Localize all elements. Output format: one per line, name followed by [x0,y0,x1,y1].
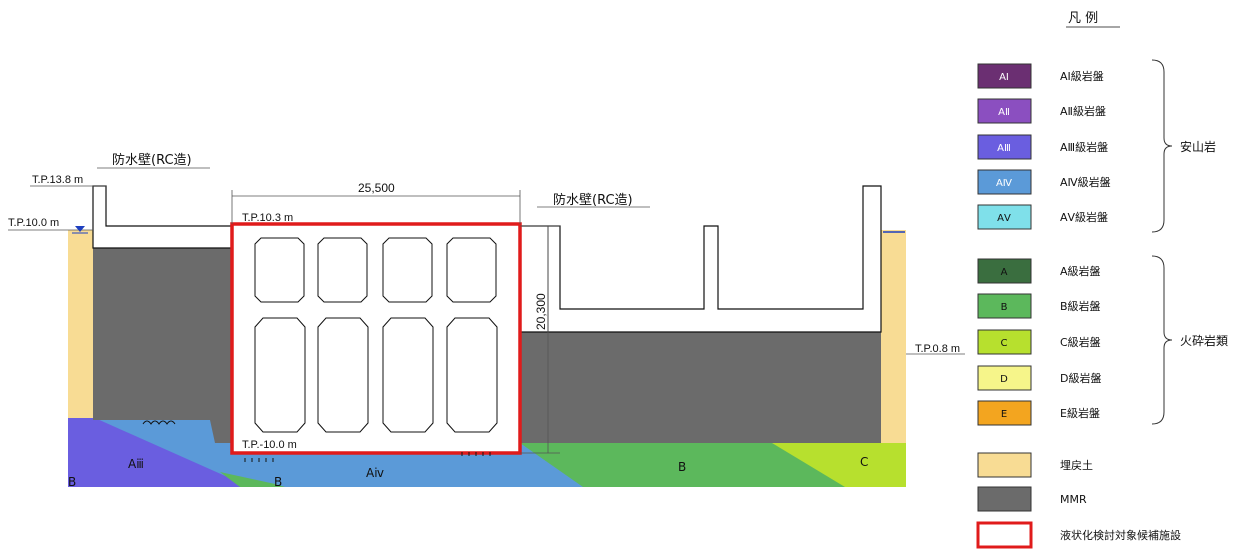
legend-swatch [976,521,1033,549]
legend-label: 埋戻土 [1060,459,1093,472]
legend-swatch [977,169,1032,195]
legend-swatch [977,258,1032,284]
culvert-cell [317,317,369,433]
legend-swatch-text: B [1001,302,1008,313]
legend-item: AⅤ AⅤ級岩盤 [977,204,1108,230]
andesite-brace [1151,59,1173,233]
mmr-left [93,248,232,443]
pile-marks [142,420,491,462]
legend-swatch [977,204,1032,230]
legend-label: 液状化検討対象候補施設 [1060,528,1181,542]
legend-item: C C級岩盤 [977,329,1101,355]
legend-label: AⅤ級岩盤 [1060,210,1108,224]
legend-swatch [977,134,1032,160]
legend-swatch [977,486,1032,512]
culvert-cell [382,237,433,303]
legend-item: MMR [977,486,1087,512]
legend-swatch [977,98,1032,124]
level-tp-minus-10-0: T.P.-10.0 m [242,439,297,451]
culvert-cell [446,237,497,303]
rock-a3-layer [68,418,250,487]
culvert-cell [446,317,498,433]
right-structure [519,185,882,333]
seawall-left [92,185,233,249]
level-tp-0-8: T.P.0.8 m [915,343,960,355]
legend-swatch-text: AⅠ [999,72,1009,83]
culvert-cell [382,317,434,433]
rock-b-mid-strip [220,472,285,487]
legend-label: MMR [1060,493,1087,506]
level-tp-13-8: T.P.13.8 m [32,174,83,186]
legend-swatch [977,452,1032,478]
legend-item: D D級岩盤 [977,365,1101,391]
legend-label: AⅡ級岩盤 [1060,104,1106,118]
legend-label: AⅢ級岩盤 [1060,140,1108,154]
seawall-left-label: 防水壁(RC造) [112,152,192,168]
legend-swatch-text: AⅢ [997,143,1011,154]
backfill-right [881,230,906,443]
legend-swatch [977,329,1032,355]
legend-label: E級岩盤 [1060,406,1100,420]
legend-label: AⅠ級岩盤 [1060,69,1104,83]
rock-label-c: C [860,455,868,469]
legend-swatch-text: C [1001,338,1008,349]
legend-item: B B級岩盤 [977,293,1101,319]
legend-item: E E級岩盤 [977,400,1100,426]
legend-swatch-text: D [1000,374,1008,385]
rock-label-b-right: B [678,460,686,474]
rock-c-layer [772,443,906,487]
legend-item: 埋戻土 [977,452,1093,478]
legend-item: AⅡ AⅡ級岩盤 [977,98,1106,124]
culvert-cell [254,317,306,433]
level-tp-10-3: T.P.10.3 m [242,212,293,224]
rock-label-b-mid: B [274,475,282,489]
legend-swatch-text: AⅣ [996,178,1013,189]
legend-item: AⅠ AⅠ級岩盤 [977,63,1104,89]
legend-swatch [977,63,1032,89]
legend-label: A級岩盤 [1060,264,1101,278]
legend-item: AⅢ AⅢ級岩盤 [977,134,1108,160]
seawall-right-label: 防水壁(RC造) [553,192,633,208]
rock-label-a3: Aⅲ [128,457,144,471]
legend-item: 液状化検討対象候補施設 [976,521,1181,549]
legend-swatch [977,400,1032,426]
legend-label: AⅣ級岩盤 [1060,175,1111,189]
culvert-cell [254,237,305,303]
legend-swatch-text: A [1001,267,1008,278]
pyroclastic-brace [1151,255,1173,425]
legend-swatch [977,293,1032,319]
legend-swatch-text: AⅡ [998,107,1010,118]
dimension-height: 20,300 [534,293,548,330]
legend-item: A A級岩盤 [977,258,1101,284]
rock-label-b-left: B [68,475,76,489]
andesite-group-label: 安山岩 [1180,139,1216,154]
legend-swatch-text: AⅤ [997,213,1011,224]
legend-swatch-text: E [1001,409,1007,420]
level-tp-10-0: T.P.10.0 m [8,217,59,229]
dimension-width: 25,500 [358,181,395,195]
pyroclastic-group-label: 火砕岩類 [1180,333,1228,348]
legend-label: C級岩盤 [1060,335,1101,349]
legend-item: AⅣ AⅣ級岩盤 [977,169,1111,195]
mmr-right [520,332,881,443]
water-level-mark [75,226,85,232]
rock-label-a4: Aⅳ [366,466,384,480]
legend-label: D級岩盤 [1060,371,1101,385]
legend-swatch [977,365,1032,391]
legend-label: B級岩盤 [1060,299,1101,313]
legend-title: 凡 例 [1068,11,1098,26]
culvert-cell [317,237,368,303]
backfill-left [68,230,93,418]
